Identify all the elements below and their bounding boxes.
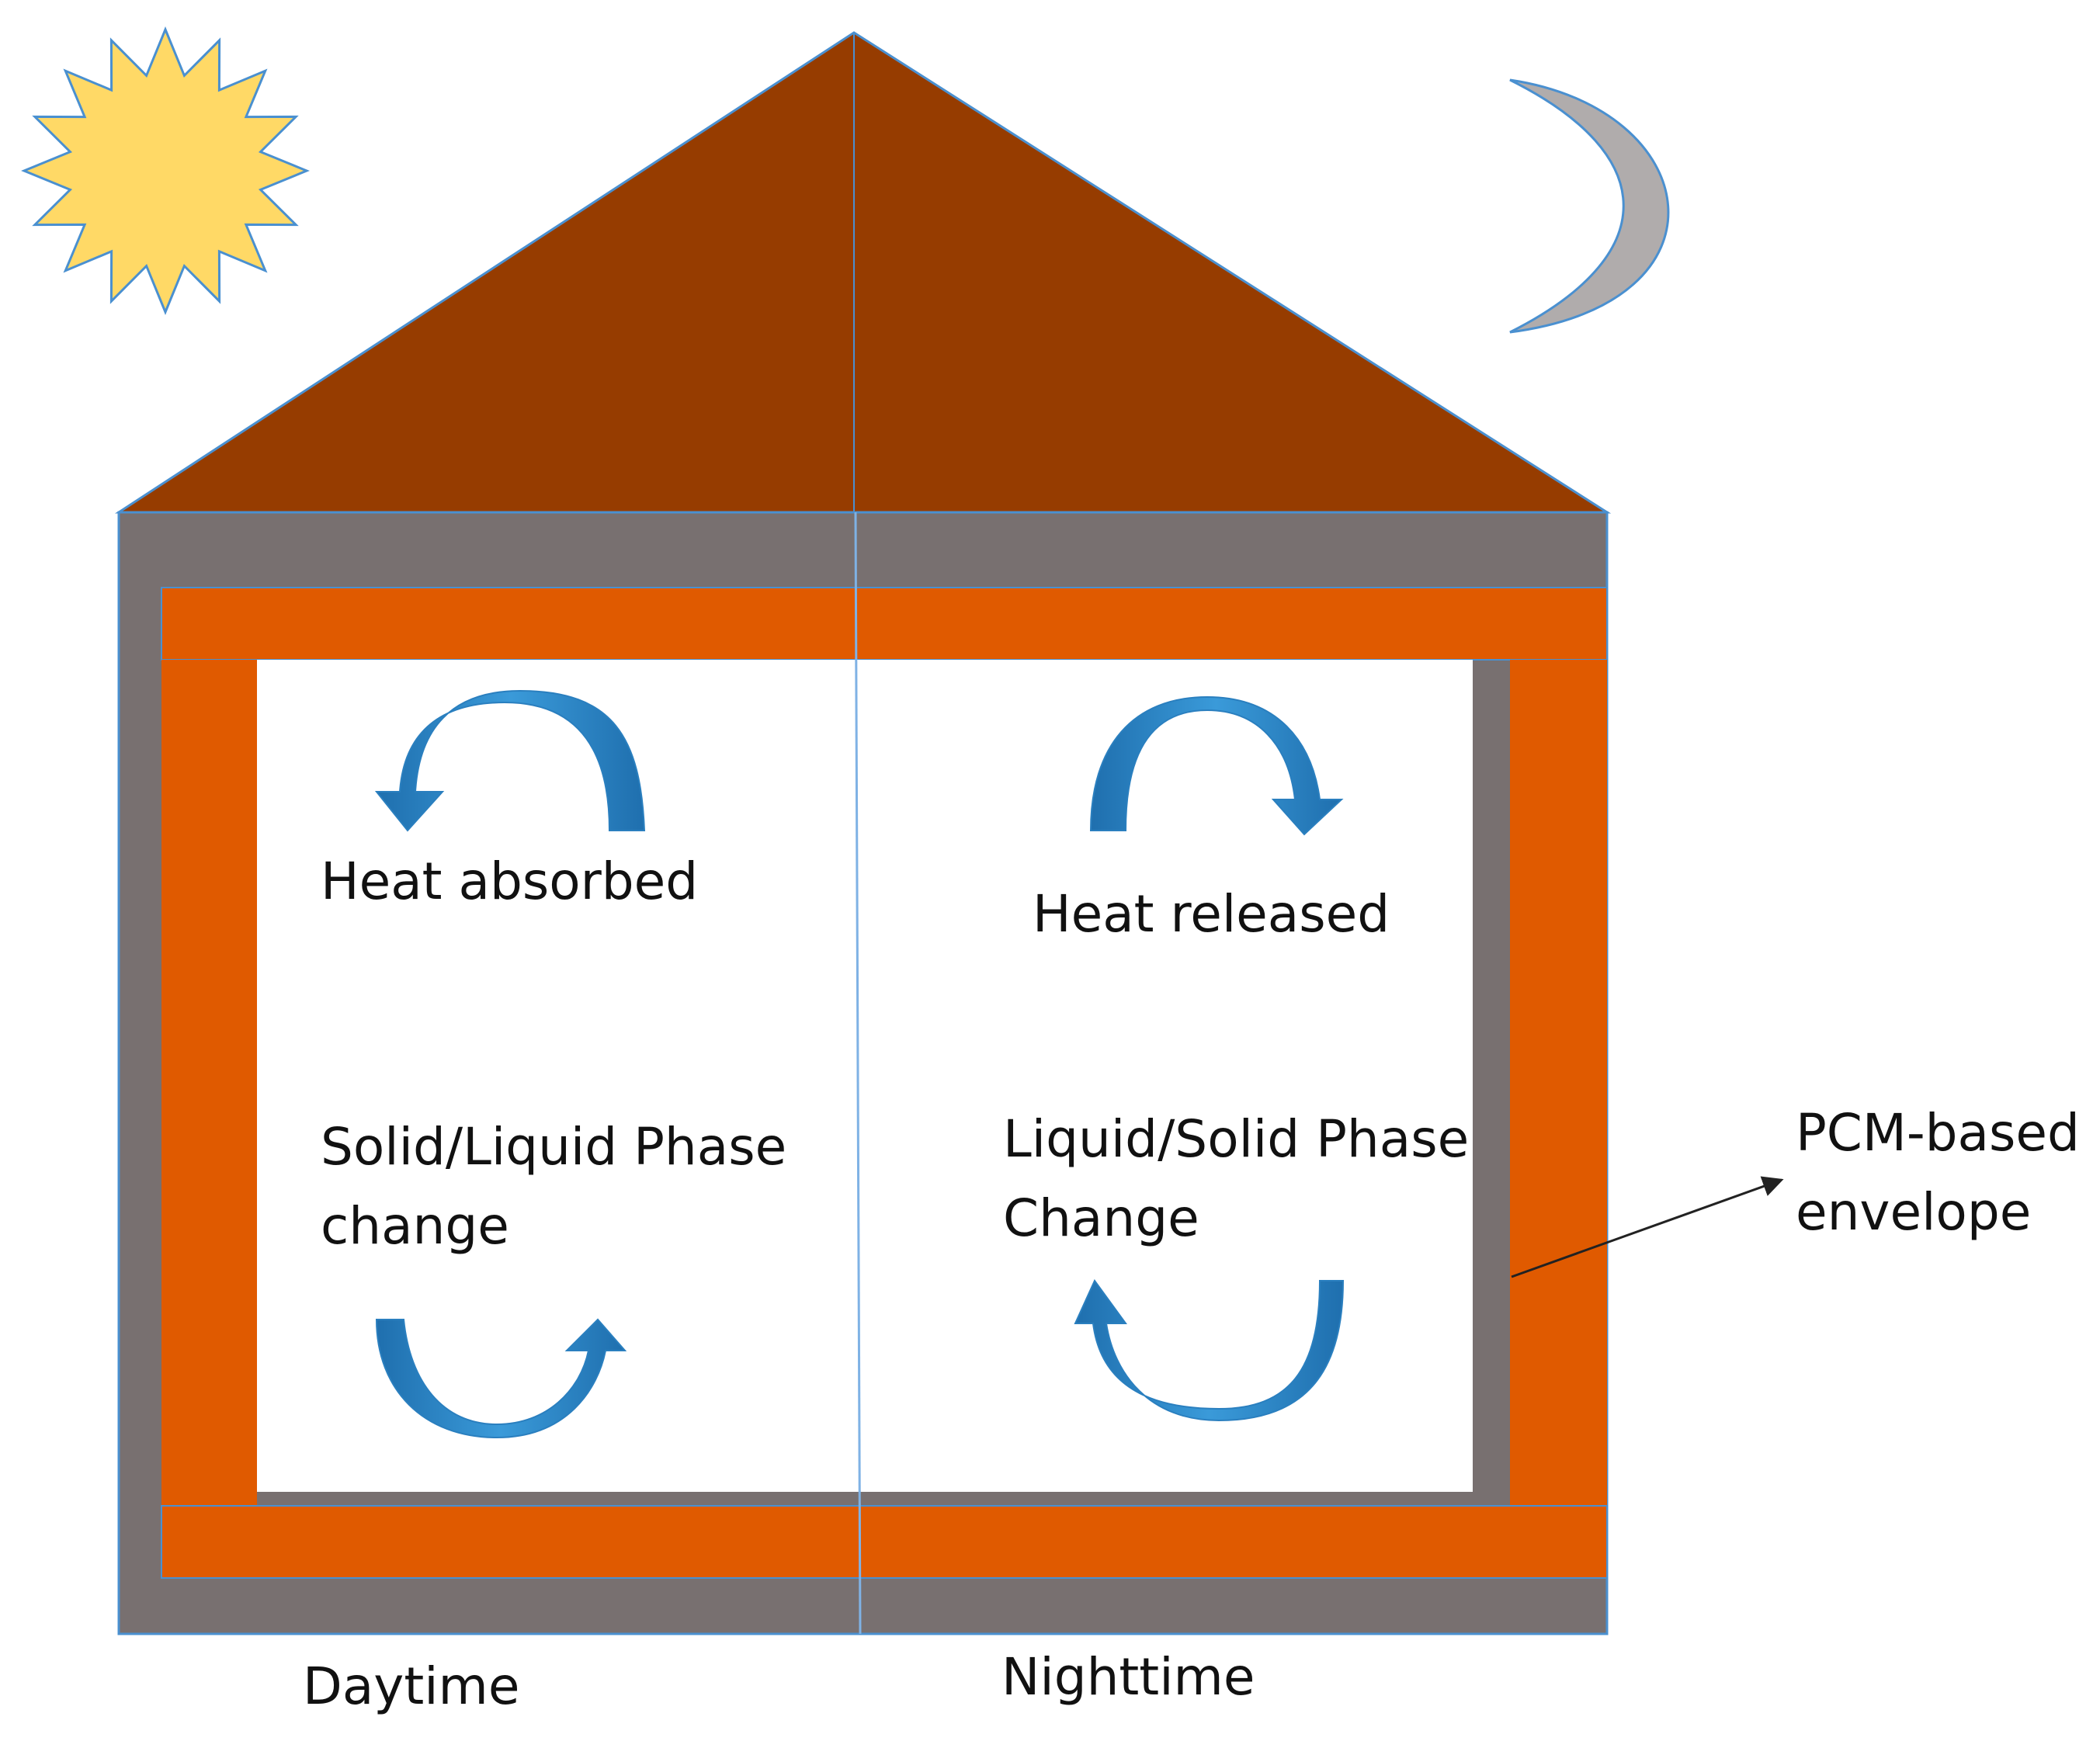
- sun-icon: [21, 26, 310, 315]
- arrow-day-top: [374, 689, 646, 832]
- pcm-layer-top: [161, 587, 1608, 661]
- envelope-label-line1: PCM-based: [1796, 1103, 2080, 1163]
- daytime-label: Daytime: [303, 1656, 519, 1716]
- heat-absorbed-label: Heat absorbed: [321, 851, 698, 911]
- night-phase-label-line1: Liquid/Solid Phase: [1003, 1109, 1469, 1169]
- heat-released-label: Heat released: [1033, 884, 1390, 944]
- pcm-layer-right: [1510, 660, 1607, 1506]
- arrow-night-top: [1089, 695, 1344, 836]
- pcm-layer-bottom: [161, 1505, 1608, 1579]
- envelope-label-line2: envelope: [1796, 1182, 2031, 1242]
- nighttime-label: Nighttime: [1001, 1647, 1255, 1707]
- moon-icon: [1509, 78, 1670, 334]
- interior-room: [257, 660, 1473, 1492]
- night-phase-label-line2: Change: [1003, 1188, 1199, 1248]
- day-night-divider: [854, 512, 862, 1635]
- arrow-night-bottom: [1074, 1279, 1345, 1422]
- day-phase-label-line2: change: [321, 1196, 509, 1256]
- day-phase-label-line1: Solid/Liquid Phase: [321, 1117, 786, 1177]
- pcm-layer-left: [161, 660, 257, 1506]
- roof: [114, 31, 1612, 514]
- envelope-pointer-arrow: [1511, 1176, 1784, 1278]
- arrow-day-bottom: [375, 1318, 627, 1439]
